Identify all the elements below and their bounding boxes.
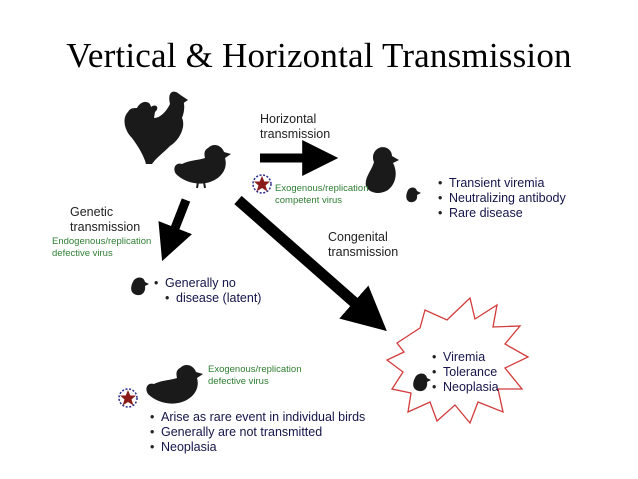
list-item: Generally no [154, 276, 261, 291]
chick-silhouette [131, 277, 149, 296]
list-item: Neoplasia [432, 380, 499, 395]
defective-outcomes-list: Arise as rare event in individual birds … [150, 410, 365, 454]
exogenous-defective-label: Exogenous/replication defective virus [208, 364, 302, 387]
virus-icon [252, 174, 272, 194]
list-item: Viremia [432, 350, 499, 365]
genetic-outcome: Generally no disease (latent) [154, 276, 261, 306]
hen-chick-silhouette [365, 147, 421, 203]
list-item: Arise as rare event in individual birds [150, 410, 365, 425]
hen-silhouette [174, 145, 231, 189]
list-item: Neutralizing antibody [438, 191, 566, 206]
rooster-silhouette [124, 91, 188, 164]
list-item: Neoplasia [150, 440, 365, 455]
exogenous-competent-label: Exogenous/replication competent virus [275, 183, 369, 206]
list-item: Transient viremia [438, 176, 566, 191]
chick-silhouette-burst [413, 373, 431, 392]
congenital-arrow [234, 195, 387, 332]
virus-icon-bottom [118, 388, 138, 408]
genetic-arrow [158, 198, 192, 262]
slide-title: Vertical & Horizontal Transmission [66, 36, 572, 75]
list-item: Generally are not transmitted [150, 425, 365, 440]
horizontal-outcomes-list: Transient viremia Neutralizing antibody … [438, 176, 566, 220]
horizontal-transmission-label: Horizontal transmission [260, 112, 331, 141]
list-item: Rare disease [438, 206, 566, 221]
congenital-outcomes-list: Viremia Tolerance Neoplasia [432, 350, 499, 394]
hen-silhouette-bottom [146, 365, 203, 404]
genetic-transmission-label: Genetic transmission [70, 205, 141, 234]
list-item: Tolerance [432, 365, 499, 380]
congenital-transmission-label: Congenital transmission [328, 230, 399, 259]
endogenous-defective-label: Endogenous/replication defective virus [52, 236, 152, 259]
